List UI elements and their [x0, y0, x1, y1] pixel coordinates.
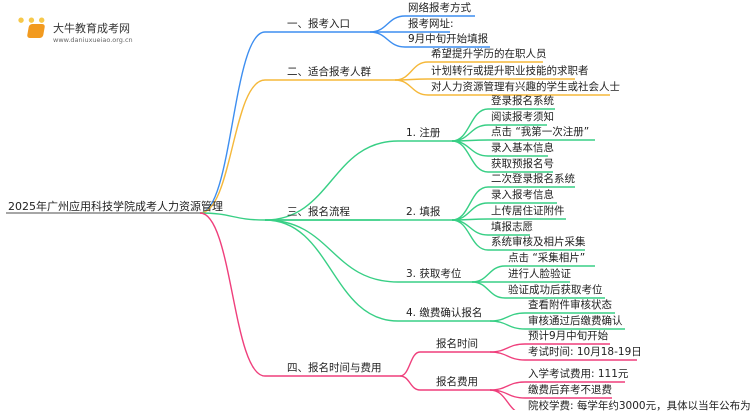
leaf-node[interactable]: 9月中旬开始填报	[408, 33, 489, 45]
group-link	[264, 219, 399, 322]
leaf-node[interactable]: 验证成功后获取考位	[508, 284, 603, 296]
leaf-link	[394, 61, 429, 81]
group-link	[399, 351, 421, 377]
leaf-link	[489, 312, 526, 322]
root-node[interactable]: 2025年广州应用科技学院成考人力资源管理	[8, 200, 223, 213]
branch-node[interactable]: 四、报名时间与费用	[287, 362, 382, 374]
branch-link	[199, 31, 266, 214]
leaf-link	[451, 219, 489, 251]
branch-node[interactable]: 一、报考入口	[287, 18, 350, 30]
leaf-node[interactable]: 缴费后弃考不退费	[528, 384, 612, 396]
leaf-node[interactable]: 入学考试费用: 111元	[528, 368, 629, 380]
leaf-link	[489, 351, 526, 361]
group-node[interactable]: 2. 填报	[406, 206, 441, 218]
leaf-link	[489, 343, 526, 353]
leaf-node[interactable]: 计划转行或提升职业技能的求职者	[431, 65, 589, 77]
leaf-node[interactable]: 录入报考信息	[491, 189, 554, 201]
leaf-link	[369, 31, 406, 48]
leaf-link	[451, 140, 489, 173]
leaf-node[interactable]: 审核通过后缴费确认	[528, 315, 623, 327]
leaf-node[interactable]: 上传居住证附件	[491, 205, 565, 217]
logo-dots-icon: ● ● ●	[18, 16, 46, 24]
leaf-node[interactable]: 登录报名系统	[491, 95, 554, 107]
group-node[interactable]: 1. 注册	[406, 127, 441, 139]
logo: ● ● ● 大牛教育成考网 www.daniuxueiao.org.cn	[18, 14, 138, 46]
group-link	[264, 219, 399, 283]
leaf-node[interactable]: 二次登录报名系统	[491, 173, 575, 185]
branch-node[interactable]: 三、报名流程	[287, 206, 350, 218]
leaf-node[interactable]: 网络报考方式	[408, 2, 471, 14]
group-node[interactable]: 报名费用	[436, 376, 478, 388]
leaf-link	[471, 281, 506, 299]
leaf-node[interactable]: 阅读报考须知	[491, 111, 554, 123]
leaf-node[interactable]: 预计9月中旬开始	[528, 330, 609, 342]
leaf-node[interactable]: 点击 “我第一次注册”	[491, 126, 590, 138]
branch-link	[199, 212, 266, 377]
leaf-link	[489, 320, 526, 330]
leaf-node[interactable]: 填报志愿	[491, 221, 533, 233]
group-node[interactable]: 3. 获取考位	[406, 268, 462, 280]
leaf-link	[451, 202, 489, 221]
group-link	[399, 375, 421, 391]
group-link	[264, 140, 399, 221]
leaf-node[interactable]: 院校学费: 每学年约3000元，具体以当年公布为准	[528, 400, 750, 412]
leaf-node[interactable]: 录入基本信息	[491, 142, 554, 154]
leaf-node[interactable]: 系统审核及相片采集	[491, 236, 586, 248]
leaf-node[interactable]: 查看附件审核状态	[528, 299, 612, 311]
logo-name: 大牛教育成考网	[53, 22, 130, 35]
leaf-node[interactable]: 希望提升学历的在职人员	[431, 48, 547, 60]
branch-link	[199, 212, 266, 221]
leaf-node[interactable]: 点击 “采集相片”	[508, 252, 586, 264]
leaf-node[interactable]: 进行人脸验证	[508, 268, 571, 280]
leaf-link	[451, 124, 489, 142]
group-node[interactable]: 报名时间	[436, 338, 478, 350]
leaf-node[interactable]: 考试时间: 10月18-19日	[528, 346, 642, 358]
leaf-link	[489, 389, 516, 410]
logo-url: www.daniuxueiao.org.cn	[53, 36, 133, 44]
leaf-link	[394, 79, 429, 96]
leaf-link	[451, 140, 489, 157]
leaf-node[interactable]: 获取预报名号	[491, 158, 554, 170]
leaf-link	[471, 265, 506, 283]
leaf-link	[489, 381, 526, 391]
branch-link	[199, 79, 266, 214]
leaf-link	[369, 15, 406, 33]
branch-node[interactable]: 二、适合报考人群	[287, 66, 371, 78]
group-node[interactable]: 4. 缴费确认报名	[406, 307, 483, 319]
leaf-node[interactable]: 报考网址:	[408, 18, 454, 30]
leaf-node[interactable]: 对人力资源管理有兴趣的学生或社会人士	[431, 81, 620, 93]
leaf-link	[451, 219, 489, 236]
